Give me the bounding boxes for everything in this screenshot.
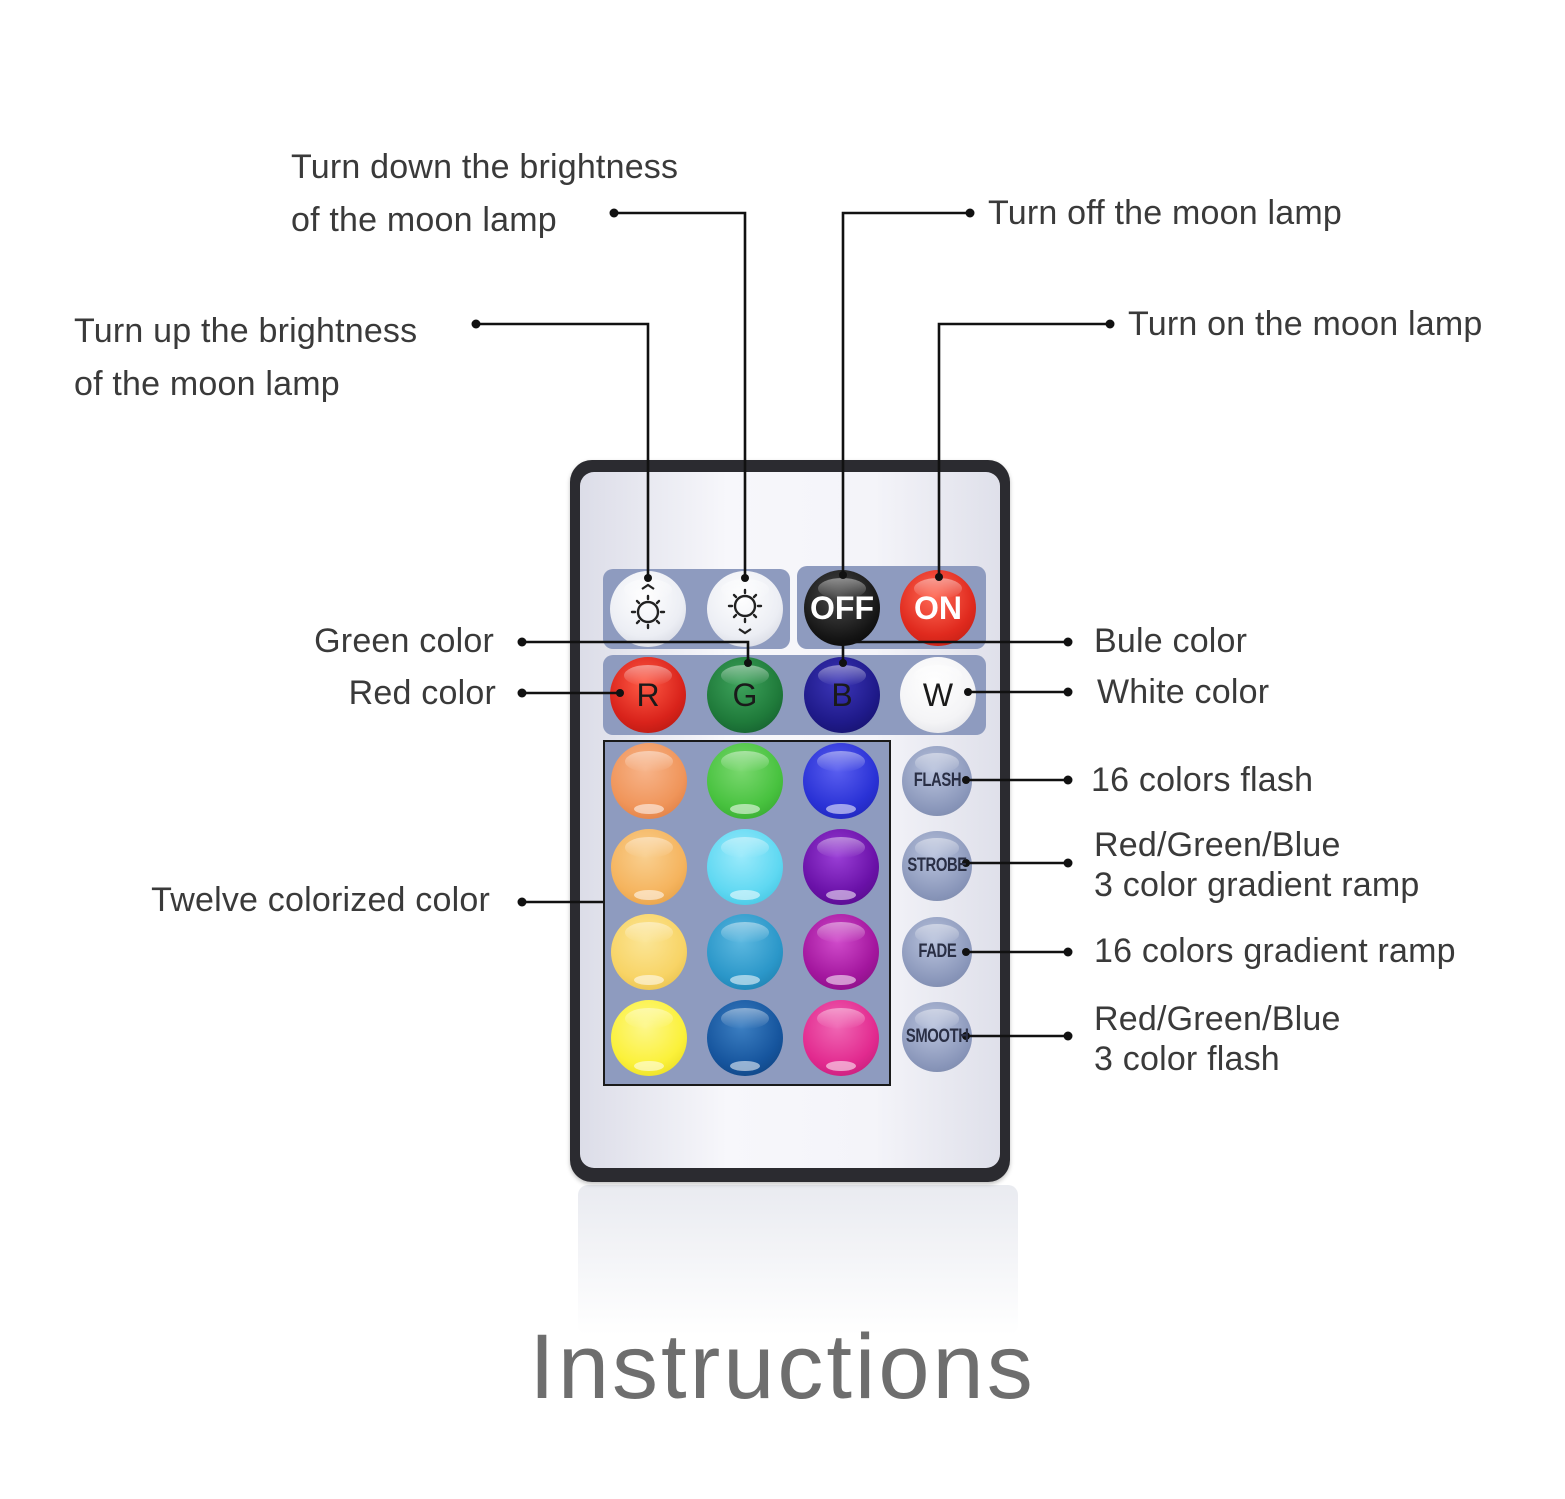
remote-reflection — [578, 1185, 1018, 1335]
label-smooth-line1: Red/Green/Blue — [1094, 1000, 1341, 1038]
color-button-pink[interactable] — [803, 1000, 879, 1076]
on-button[interactable]: ON — [900, 570, 976, 646]
label-fade: 16 colors gradient ramp — [1094, 932, 1456, 970]
on-button-label: ON — [914, 589, 962, 626]
label-strobe: Red/Green/Blue 3 color gradient ramp — [1094, 825, 1419, 905]
leader-blue — [841, 640, 1068, 663]
label-off: Turn off the moon lamp — [988, 194, 1343, 232]
brightness-up-button[interactable] — [610, 571, 686, 647]
label-brightness-up-line2: of the moon lamp — [74, 365, 340, 403]
smooth-button[interactable]: SMOOTH — [902, 1002, 972, 1072]
color-button-light-orange[interactable] — [611, 829, 687, 905]
leader-brightness-up — [476, 322, 650, 578]
page-title: Instructions — [529, 1316, 1036, 1418]
color-button-yellow[interactable] — [611, 1000, 687, 1076]
color-button-orange[interactable] — [611, 743, 687, 819]
red-button-label: R — [636, 676, 660, 713]
color-button-magenta[interactable] — [803, 914, 879, 990]
off-button-label: OFF — [810, 589, 874, 626]
smooth-button-label: SMOOTH — [905, 1026, 969, 1047]
green-button[interactable]: G — [707, 657, 783, 733]
label-on: Turn on the moon lamp — [1128, 305, 1483, 343]
label-flash: 16 colors flash — [1091, 761, 1314, 799]
color-button-light-yellow[interactable] — [611, 914, 687, 990]
label-twelve: Twelve colorized color — [151, 881, 490, 919]
label-red: Red color — [348, 674, 496, 712]
color-button-royal-blue[interactable] — [803, 743, 879, 819]
color-button-navy-blue[interactable] — [707, 1000, 783, 1076]
label-blue: Bule color — [1094, 622, 1248, 660]
label-brightness-down: Turn down the brightness of the moon lam… — [291, 141, 678, 247]
brightness-down-icon — [727, 588, 763, 635]
label-smooth: Red/Green/Blue 3 color flash — [1094, 999, 1341, 1079]
strobe-button-label: STROBE — [907, 855, 967, 876]
fade-button[interactable]: FADE — [902, 917, 972, 987]
strobe-button[interactable]: STROBE — [902, 831, 972, 901]
flash-button[interactable]: FLASH — [902, 746, 972, 816]
label-brightness-down-line1: Turn down the brightness — [291, 148, 679, 186]
white-button-label: W — [922, 676, 954, 713]
color-button-purple[interactable] — [803, 829, 879, 905]
leader-off — [841, 211, 970, 575]
label-brightness-down-line2: of the moon lamp — [291, 201, 557, 239]
blue-button[interactable]: B — [804, 657, 880, 733]
label-strobe-line1: Red/Green/Blue — [1094, 826, 1341, 864]
label-white: White color — [1097, 673, 1270, 711]
label-brightness-up-line1: Turn up the brightness — [74, 312, 418, 350]
flash-button-label: FLASH — [913, 770, 961, 791]
color-button-cerulean[interactable] — [707, 914, 783, 990]
off-button[interactable]: OFF — [804, 570, 880, 646]
leader-on — [937, 322, 1110, 577]
brightness-down-button[interactable] — [707, 571, 783, 647]
color-button-lime[interactable] — [707, 743, 783, 819]
label-green: Green color — [314, 622, 494, 660]
brightness-up-icon — [630, 583, 666, 630]
label-brightness-up: Turn up the brightness of the moon lamp — [74, 305, 417, 411]
color-button-sky-blue[interactable] — [707, 829, 783, 905]
green-button-label: G — [732, 676, 758, 713]
label-smooth-line2: 3 color flash — [1094, 1040, 1280, 1078]
leader-green — [522, 640, 750, 663]
label-strobe-line2: 3 color gradient ramp — [1094, 866, 1420, 904]
fade-button-label: FADE — [918, 941, 956, 962]
leader-brightness-down — [614, 211, 747, 578]
blue-button-label: B — [831, 676, 853, 713]
white-button[interactable]: W — [900, 657, 976, 733]
